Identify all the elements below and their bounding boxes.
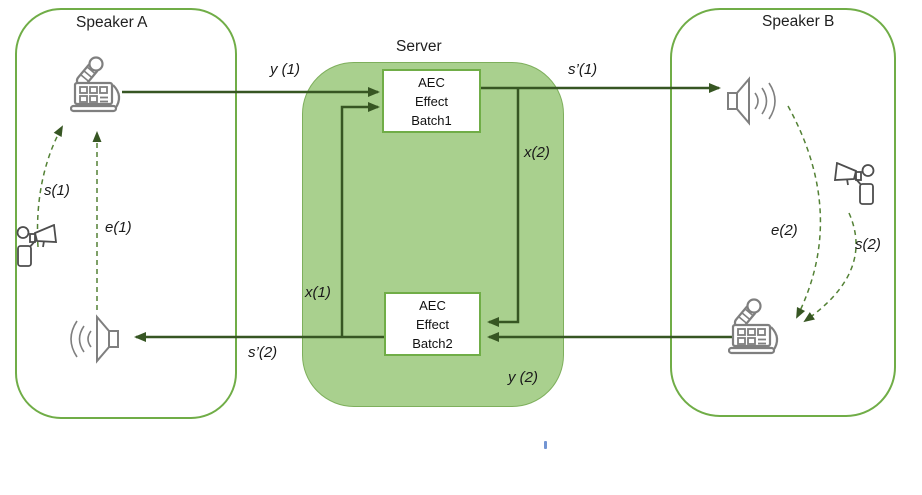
label-s2-out: s’(2) xyxy=(248,344,278,361)
aec-batch2-line3: Batch2 xyxy=(412,335,453,351)
wire-s1-acoustic xyxy=(36,125,63,248)
label-y1: y (1) xyxy=(270,61,300,78)
wire-x2-feedback xyxy=(487,88,520,327)
speaker-b-title: Speaker B xyxy=(762,13,835,30)
label-s2: s(2) xyxy=(855,236,881,253)
label-e2: e(2) xyxy=(771,222,798,239)
aec-batch2-line2: Effect xyxy=(415,316,449,332)
label-s1: s(1) xyxy=(44,182,70,199)
loudspeaker-icon xyxy=(70,314,119,364)
mic-console-icon xyxy=(70,56,121,113)
speaker-a-region xyxy=(15,8,237,419)
aec-batch1-line1: AEC xyxy=(418,74,445,90)
wire-x1-feedback xyxy=(340,102,380,337)
stray-cursor-mark xyxy=(544,441,547,449)
aec-batch1-line3: Batch1 xyxy=(411,112,452,128)
label-y2: y (2) xyxy=(508,369,538,386)
label-x2: x(2) xyxy=(524,144,550,161)
speaker-a-title: Speaker A xyxy=(76,14,148,31)
aec-batch1-line2: Effect xyxy=(414,93,448,109)
mic-console-icon xyxy=(728,298,779,355)
aec-batch1-block: AEC Effect Batch1 xyxy=(382,69,481,133)
person-megaphone-icon xyxy=(833,162,875,205)
wire-e2-echo xyxy=(787,105,822,319)
speaker-b-region xyxy=(670,8,896,417)
server-title: Server xyxy=(396,38,442,55)
label-s1-out: s’(1) xyxy=(568,61,598,78)
loudspeaker-icon xyxy=(727,76,776,126)
person-megaphone-icon xyxy=(16,224,58,267)
aec-batch2-block: AEC Effect Batch2 xyxy=(384,292,481,356)
label-x1: x(1) xyxy=(305,284,331,301)
aec-batch2-line1: AEC xyxy=(419,297,446,313)
label-e1: e(1) xyxy=(105,219,132,236)
wire-s2-acoustic xyxy=(803,212,857,323)
